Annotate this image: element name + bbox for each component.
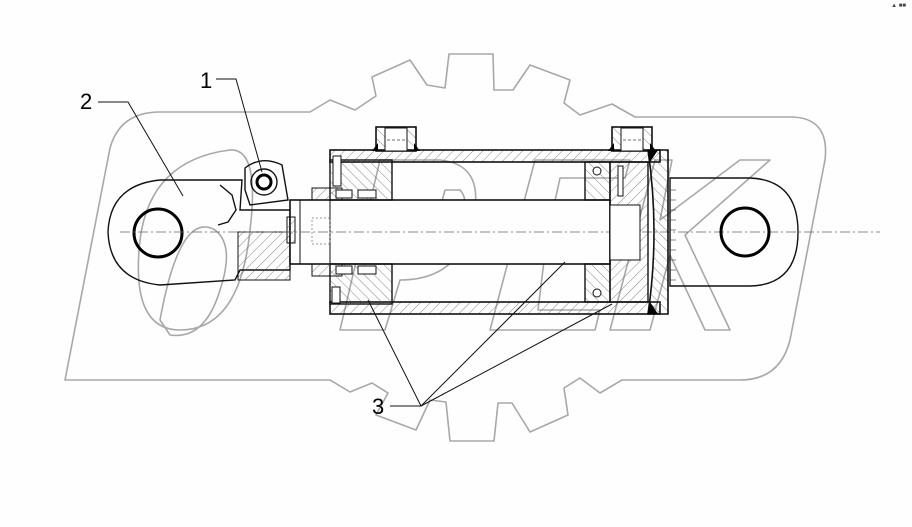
gland-head — [311, 155, 393, 305]
callout-2: 2 — [80, 89, 93, 114]
piston — [584, 161, 649, 303]
callout-leaders — [98, 78, 613, 407]
rod-eye-clevis — [107, 179, 291, 286]
callout-1: 1 — [200, 68, 213, 93]
cylinder-base — [647, 149, 669, 315]
piston-rod — [120, 199, 880, 265]
grease-fitting — [244, 160, 289, 206]
corner-mark: ▲ ■■ — [891, 3, 906, 9]
base-eye — [669, 177, 799, 287]
callout-3: 3 — [372, 394, 385, 419]
